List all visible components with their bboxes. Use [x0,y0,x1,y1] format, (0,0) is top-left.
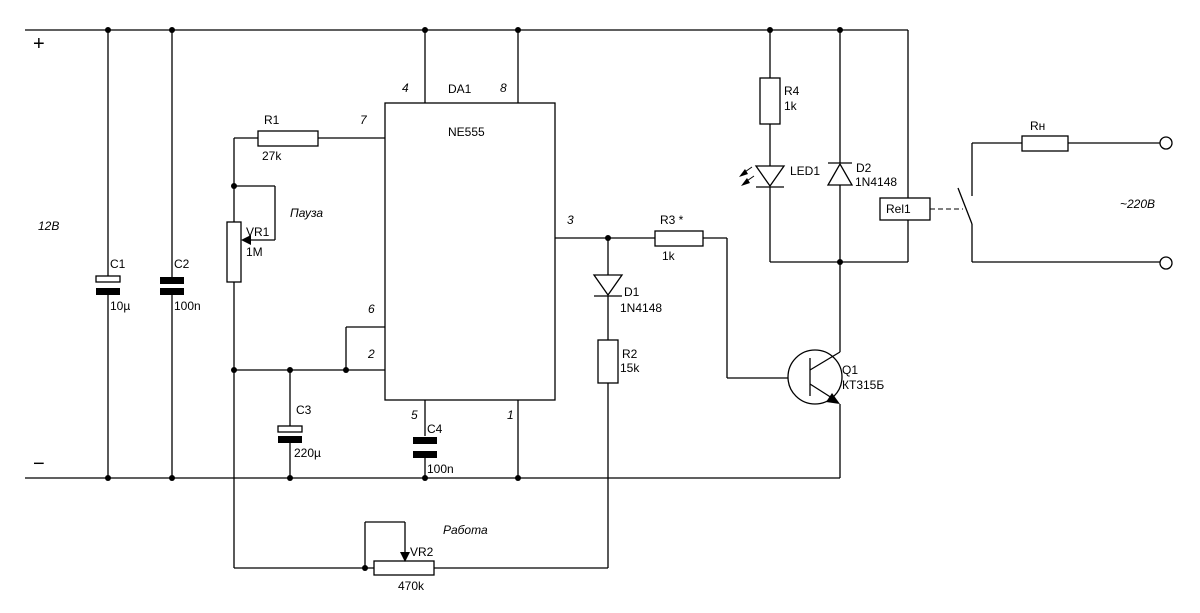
c1-value: 10µ [110,299,130,313]
plus-label: + [33,33,45,55]
pins-6-2-junction [233,326,385,568]
pin-5-label: 5 [411,408,418,422]
c4-ref: C4 [427,422,443,436]
q1-ref: Q1 [842,363,858,377]
capacitor-c4 [413,437,437,478]
r1-value: 27k [262,149,282,163]
transistor-q1 [787,335,843,478]
d2-value: 1N4148 [855,175,897,189]
c4-value: 100n [427,462,454,476]
d1-value: 1N4148 [620,301,662,315]
vr1-ref: VR1 [246,225,270,239]
c2-value: 100n [174,299,201,313]
led-led1 [739,165,786,262]
pin-3-label: 3 [567,213,574,227]
pin-4-label: 4 [402,81,409,95]
c2-ref: C2 [174,257,190,271]
pin-6-label: 6 [368,302,375,316]
c1-ref: C1 [110,257,126,271]
potentiometer-vr2 [234,521,608,576]
capacitor-c3 [277,370,303,478]
resistor-r2 [597,339,619,568]
r4-value: 1k [784,99,798,113]
ic-part: NE555 [448,125,485,139]
resistor-r1 [233,130,385,222]
capacitor-c2 [160,30,184,478]
vr1-note: Пауза [290,206,323,220]
d1-ref: D1 [624,285,640,299]
led1-ref: LED1 [790,164,820,178]
r2-ref: R2 [622,347,638,361]
d2-ref: D2 [856,161,872,175]
resistor-r3 [654,230,790,379]
c3-value: 220µ [294,446,321,460]
supply-voltage-label: 12В [38,219,59,233]
vr2-value: 470k [398,579,425,593]
c3-ref: C3 [296,403,312,417]
diode-d1 [592,274,624,340]
pin-1-label: 1 [507,408,514,422]
potentiometer-vr1 [226,185,276,370]
resistor-r4 [759,30,781,166]
junction-dots [105,27,843,571]
vr2-ref: VR2 [410,545,434,559]
diode-d2 [826,30,854,335]
load-voltage: ~220В [1120,197,1155,211]
pin-8-label: 8 [500,81,507,95]
vr2-note: Работа [443,523,488,537]
capacitor-c1 [95,30,121,478]
r1-ref: R1 [264,113,280,127]
pin-7-label: 7 [360,113,368,127]
rel1-ref: Rel1 [886,202,911,216]
r4-ref: R4 [784,84,800,98]
load-ref: Rн [1030,119,1045,133]
load-circuit [957,135,1173,270]
ic-ref: DA1 [448,82,472,96]
r2-value: 15k [620,361,640,375]
output-net [555,237,655,275]
relay-coil-rel1 [770,30,963,263]
r3-ref: R3 * [660,213,684,227]
vr1-value: 1M [246,245,263,259]
r3-value: 1k [662,249,676,263]
q1-value: КТ315Б [842,378,884,392]
pin-2-label: 2 [367,347,375,361]
minus-label: − [33,453,45,475]
ic-ne555 [384,30,556,478]
